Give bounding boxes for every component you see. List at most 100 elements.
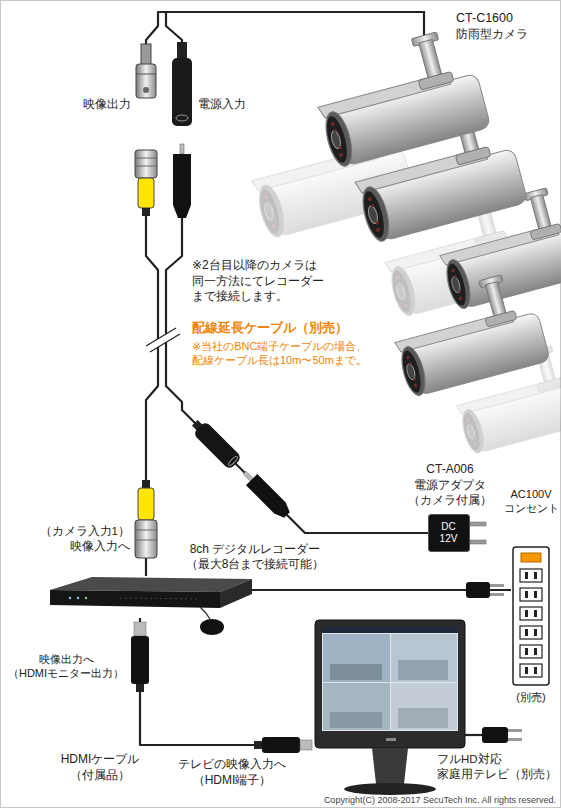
camera-pigtail-wire	[299, 12, 424, 35]
tv-illustration	[323, 683, 390, 730]
dc-plug-connector	[180, 144, 184, 154]
cable	[140, 618, 312, 745]
power-strip	[534, 572, 537, 579]
bnc-male-connector	[135, 530, 157, 531]
power-strip	[525, 629, 528, 636]
power-plug	[508, 729, 522, 732]
power-strip	[525, 591, 528, 598]
power-plug	[482, 727, 508, 743]
sold-separately-note: (別売)	[515, 690, 547, 704]
device-name: 8ch デジタルレコーダー （最大8台まで接続可能）	[185, 542, 326, 572]
power-adapter: CT-A006 電源アダプタ （カメラ付属）DC 12V	[428, 514, 470, 552]
device-name: CT-A006 電源アダプタ （カメラ付属）	[407, 462, 493, 509]
cable-label: HDMIケーブル （付属品）	[60, 752, 141, 783]
device-name: AC100V コンセント	[503, 487, 560, 516]
cable-note: ※当社のBNC端子ケーブルの場合、 配線ケーブル長は10m〜50mまで。	[192, 339, 370, 368]
bnc-male-connector	[135, 150, 157, 216]
adapter-rating: DC 12V	[439, 521, 459, 544]
power-strip	[525, 610, 528, 617]
camera-illustration	[385, 268, 551, 398]
tv-illustration	[330, 664, 382, 680]
power-strip	[534, 591, 537, 598]
dc-jack-connector	[227, 455, 238, 466]
port-label: （カメラ入力1） 映像入力へ	[37, 524, 130, 554]
power-plug	[466, 582, 504, 598]
hdmi-plug	[134, 622, 146, 636]
bnc-male-connector	[135, 480, 157, 558]
mouse-illustration	[200, 607, 210, 619]
recorder-illustration	[220, 579, 252, 608]
cable-break-mark	[146, 328, 180, 352]
dc-jack-connector	[188, 416, 242, 470]
tv-illustration	[323, 634, 390, 682]
hdmi-plug	[136, 684, 144, 692]
device-name: フルHD対応 家庭用テレビ（別売）	[437, 752, 559, 782]
power-strip	[520, 607, 542, 620]
cable-break-mark	[146, 328, 176, 346]
recorder-illustration	[50, 577, 252, 608]
cable-title: 配線延長ケーブル（別売）	[192, 320, 350, 336]
copyright: Copyright(C) 2008-2017 SecuTech Inc. All…	[321, 796, 556, 806]
tv-illustration	[330, 712, 382, 728]
port-label: 映像出力へ （HDMIモニター出力）	[7, 652, 126, 681]
adapter-prongs	[470, 540, 486, 544]
digital-recorder: 8ch デジタルレコーダー （最大8台まで接続可能）	[42, 576, 252, 618]
bnc-male-connector	[135, 150, 157, 178]
power-strip	[534, 629, 537, 636]
mouse-illustration	[200, 607, 224, 635]
hdmi-plug	[131, 622, 149, 692]
mouse-illustration	[200, 619, 224, 635]
cable-break-mark	[146, 328, 180, 352]
bnc-male-connector	[138, 178, 154, 208]
dc-plug-connector	[239, 467, 293, 521]
power-plug	[508, 738, 522, 741]
tv-illustration	[322, 627, 458, 731]
tv-illustration	[398, 660, 448, 680]
recorder-illustration	[69, 597, 71, 599]
model-name: CT-C1600	[456, 10, 515, 26]
power-strip	[520, 626, 542, 639]
hdmi-plug	[300, 740, 312, 750]
bnc-male-connector	[135, 158, 157, 159]
dc-jack-connector	[176, 115, 188, 121]
dc-jack-connector	[172, 58, 192, 126]
bnc-male-connector	[135, 520, 157, 558]
bnc-male-connector	[142, 480, 150, 488]
power-outlet: AC100V コンセント(別売)	[511, 545, 551, 687]
cable-break-mark	[150, 334, 180, 352]
hdmi-plug	[262, 737, 300, 753]
bnc-female-connector	[136, 64, 156, 98]
dc-jack-connector	[193, 421, 242, 470]
bnc-female-connector	[136, 74, 156, 75]
tv-illustration	[391, 683, 457, 730]
bnc-male-connector	[138, 488, 154, 520]
bnc-female-connector	[143, 87, 149, 93]
recorder-illustration	[120, 598, 200, 599]
dc-plug-connector	[173, 154, 191, 218]
tv-illustration	[315, 620, 465, 748]
tv-illustration	[344, 783, 436, 795]
hdmi-plug	[254, 737, 312, 753]
power-plug	[466, 582, 490, 598]
power-strip	[525, 648, 528, 655]
device-name: 防雨型カメラ	[456, 27, 530, 43]
hdmi-plug	[254, 741, 262, 749]
power-plug	[465, 727, 522, 743]
power-strip	[513, 547, 549, 685]
dc-plug-connector	[173, 144, 191, 218]
recorder-illustration	[50, 590, 220, 608]
bnc-male-connector	[135, 166, 157, 167]
power-strip	[520, 588, 542, 601]
power-strip	[520, 569, 542, 582]
hdmi-plug	[131, 636, 149, 684]
bnc-female-connector	[141, 44, 151, 66]
power-strip	[534, 610, 537, 617]
dc-plug-connector	[246, 474, 293, 521]
recorder-illustration	[50, 577, 252, 592]
power-plug	[490, 584, 504, 587]
recorder-illustration	[85, 597, 87, 599]
port-label: 電源入力	[198, 97, 248, 113]
bnc-male-connector	[142, 208, 150, 216]
adapter-prongs	[470, 522, 486, 526]
